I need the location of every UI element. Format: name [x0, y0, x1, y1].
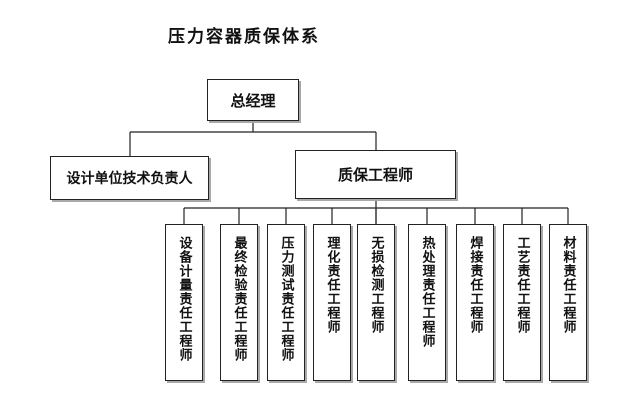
engineer-box-pressure-test: 压力测试责任工程师 — [267, 224, 305, 381]
general-manager-label: 总经理 — [230, 91, 276, 110]
engineer-box-welding: 焊接责任工程师 — [456, 224, 494, 381]
engineer-label: 工艺责任工程师 — [514, 236, 530, 334]
engineer-box-final-inspection: 最终检验责任工程师 — [220, 224, 258, 381]
design-tech-lead-label: 设计单位技术负责人 — [66, 171, 193, 187]
engineer-drop-lines — [183, 208, 569, 224]
qa-engineer-label: 质保工程师 — [337, 166, 413, 184]
chart-title: 压力容器质保体系 — [168, 27, 320, 47]
engineer-box-process: 工艺责任工程师 — [503, 224, 541, 381]
engineer-box-ndt: 无损检测工程师 — [357, 224, 395, 381]
qa-engineer-box: 质保工程师 — [295, 150, 456, 199]
general-manager-box: 总经理 — [207, 79, 299, 121]
engineer-label: 焊接责任工程师 — [467, 236, 483, 334]
engineer-label: 材料责任工程师 — [560, 236, 576, 334]
engineer-label: 理化责任工程师 — [324, 236, 340, 334]
engineer-box-physical-chemical: 理化责任工程师 — [313, 224, 351, 381]
engineer-label: 无损检测工程师 — [368, 236, 384, 334]
engineer-box-materials: 材料责任工程师 — [549, 224, 587, 381]
engineer-label: 压力测试责任工程师 — [278, 236, 294, 362]
engineer-label: 设备计量责任工程师 — [176, 236, 192, 362]
design-tech-lead-box: 设计单位技术负责人 — [50, 156, 209, 200]
engineer-label: 热处理责任工程师 — [419, 236, 435, 348]
engineer-label: 最终检验责任工程师 — [231, 236, 247, 362]
engineer-box-heat-treatment: 热处理责任工程师 — [408, 224, 446, 381]
engineer-box-equipment-metrology: 设备计量责任工程师 — [165, 224, 203, 381]
